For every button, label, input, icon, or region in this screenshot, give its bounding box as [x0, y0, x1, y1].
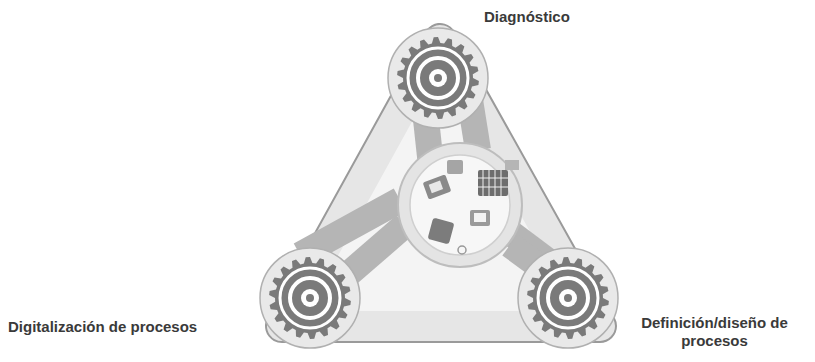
gear-axle — [434, 74, 442, 82]
gear — [388, 28, 488, 128]
gear — [518, 248, 618, 348]
gear-ring — [418, 58, 458, 98]
stage-label: Digitalización de procesos — [8, 318, 248, 336]
gear-ring — [290, 278, 330, 318]
gear-hub — [429, 69, 447, 87]
gear-axle — [564, 294, 572, 302]
stage-label: Definición/diseño de procesos — [622, 314, 807, 350]
gear-ring — [538, 268, 598, 328]
gear-teeth — [397, 37, 479, 119]
gear-hub — [301, 289, 319, 307]
gear-ground — [388, 28, 488, 128]
center-disc — [410, 155, 510, 255]
center-hub — [398, 143, 522, 267]
center-devices — [423, 160, 519, 254]
gear-ring — [408, 48, 468, 108]
gear-teeth — [269, 257, 351, 339]
gear-ring — [280, 268, 340, 328]
gear-ground — [260, 248, 360, 348]
gear-axle — [306, 294, 314, 302]
gear — [260, 248, 360, 348]
gears — [260, 28, 618, 348]
gear-teeth — [527, 257, 609, 339]
stage-label: Diagnóstico — [484, 8, 644, 26]
gear-ground — [518, 248, 618, 348]
gear-hub — [559, 289, 577, 307]
gear-ring — [548, 278, 588, 318]
